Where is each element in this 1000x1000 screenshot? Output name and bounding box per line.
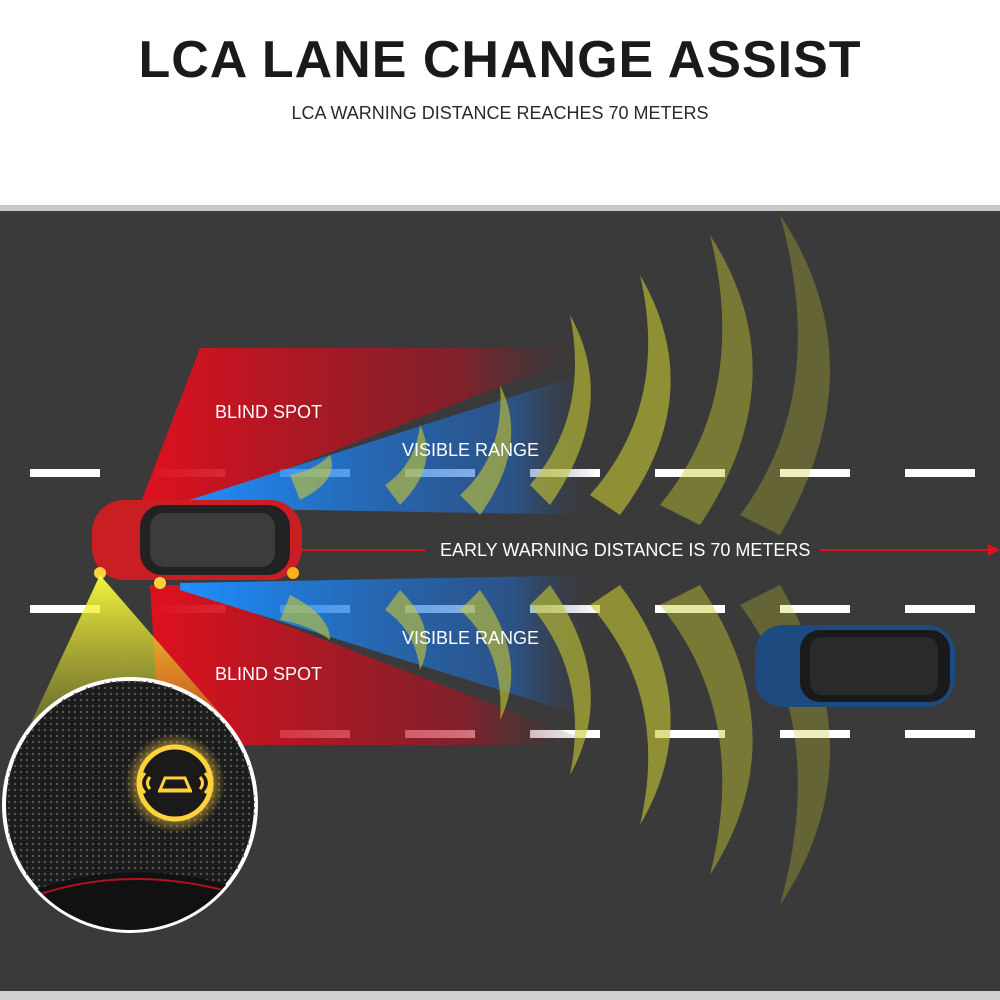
road-edge-bottom bbox=[0, 991, 1000, 1000]
header: LCA LANE CHANGE ASSIST LCA WARNING DISTA… bbox=[0, 0, 1000, 205]
road-scene bbox=[0, 205, 1000, 1000]
early-warning-arrow bbox=[300, 544, 1000, 556]
page-subtitle: LCA WARNING DISTANCE REACHES 70 METERS bbox=[291, 103, 709, 123]
label-blind-spot-bottom: BLIND SPOT bbox=[215, 664, 323, 684]
label-blind-spot-top: BLIND SPOT bbox=[215, 402, 323, 422]
page-title: LCA LANE CHANGE ASSIST bbox=[138, 31, 862, 89]
car-radar-warning-icon bbox=[139, 771, 211, 795]
lca-illustration: BLIND SPOT VISIBLE RANGE EARLY WARNING D… bbox=[0, 205, 1000, 1000]
label-early-warning-distance: EARLY WARNING DISTANCE IS 70 METERS bbox=[440, 540, 811, 560]
label-visible-range-bottom: VISIBLE RANGE bbox=[402, 628, 540, 648]
label-visible-range-top: VISIBLE RANGE bbox=[402, 440, 540, 460]
blind-spot-zone-bottom bbox=[150, 585, 600, 745]
road-edge-top bbox=[0, 205, 1000, 211]
radar-waves-top bbox=[290, 215, 830, 535]
red-car bbox=[92, 500, 302, 589]
blue-car bbox=[755, 625, 955, 707]
blind-spot-zone-top bbox=[140, 348, 600, 510]
